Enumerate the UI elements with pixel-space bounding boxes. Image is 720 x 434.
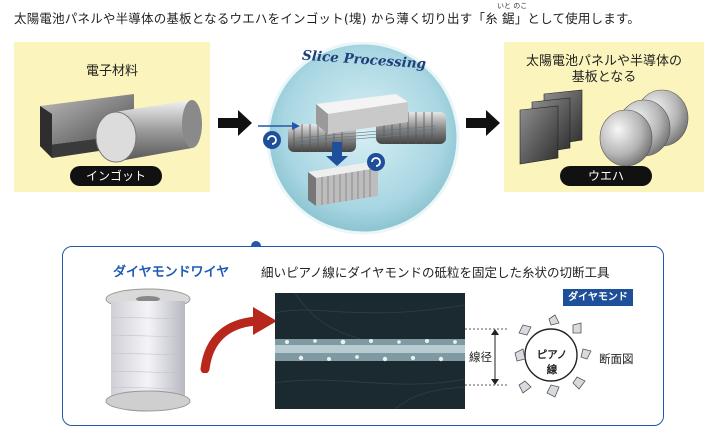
ingot-illustration — [40, 94, 202, 163]
wafer-panel-title-line1: 太陽電池パネルや半導体の — [525, 54, 682, 69]
rotate-left-icon — [263, 131, 281, 149]
slice-processing-circle — [258, 42, 460, 235]
piano-wire-label: ピアノ線 — [536, 349, 568, 376]
wafer-label: ウエハ — [560, 166, 652, 186]
caption-text: 太陽電池パネルや半導体の基板となるウエハをインゴット(塊) から薄く切り出す「糸… — [14, 11, 641, 26]
diamond-wire-detail: ダイヤモンドワイヤ 細いピアノ線にダイヤモンドの砥粒を固定した糸状の切断工具 — [62, 246, 664, 426]
cross-section-illustration — [514, 314, 592, 398]
diamond-tag: ダイヤモンド — [563, 289, 633, 306]
ingot-label: インゴット — [70, 166, 162, 186]
arrow-right-icon — [466, 110, 500, 136]
wafer-panel-title-line2: 基板となる — [571, 70, 637, 85]
wire-spool-illustration — [105, 288, 191, 412]
curved-arrow-icon — [200, 307, 277, 373]
diamond-wire-description: 細いピアノ線にダイヤモンドの砥粒を固定した糸状の切断工具 — [261, 265, 610, 280]
arrow-right-icon — [218, 110, 252, 136]
diameter-label: 線径 — [469, 350, 492, 364]
diameter-indicator — [465, 328, 509, 386]
wafer-panel: 太陽電池パネルや半導体の 基板となる ウエハ — [504, 42, 704, 192]
wafer-illustration — [519, 89, 689, 167]
diamond-wire-title: ダイヤモンドワイヤ — [113, 265, 230, 280]
cross-section-label: 断面図 — [599, 352, 634, 366]
rotate-right-icon — [367, 153, 385, 171]
caption-ruby: いと のこ — [497, 2, 528, 10]
ingot-panel-title: 電子材料 — [85, 64, 138, 79]
ingot-panel: 電子材料 インゴット — [14, 42, 210, 192]
wire-micrograph — [275, 293, 465, 409]
